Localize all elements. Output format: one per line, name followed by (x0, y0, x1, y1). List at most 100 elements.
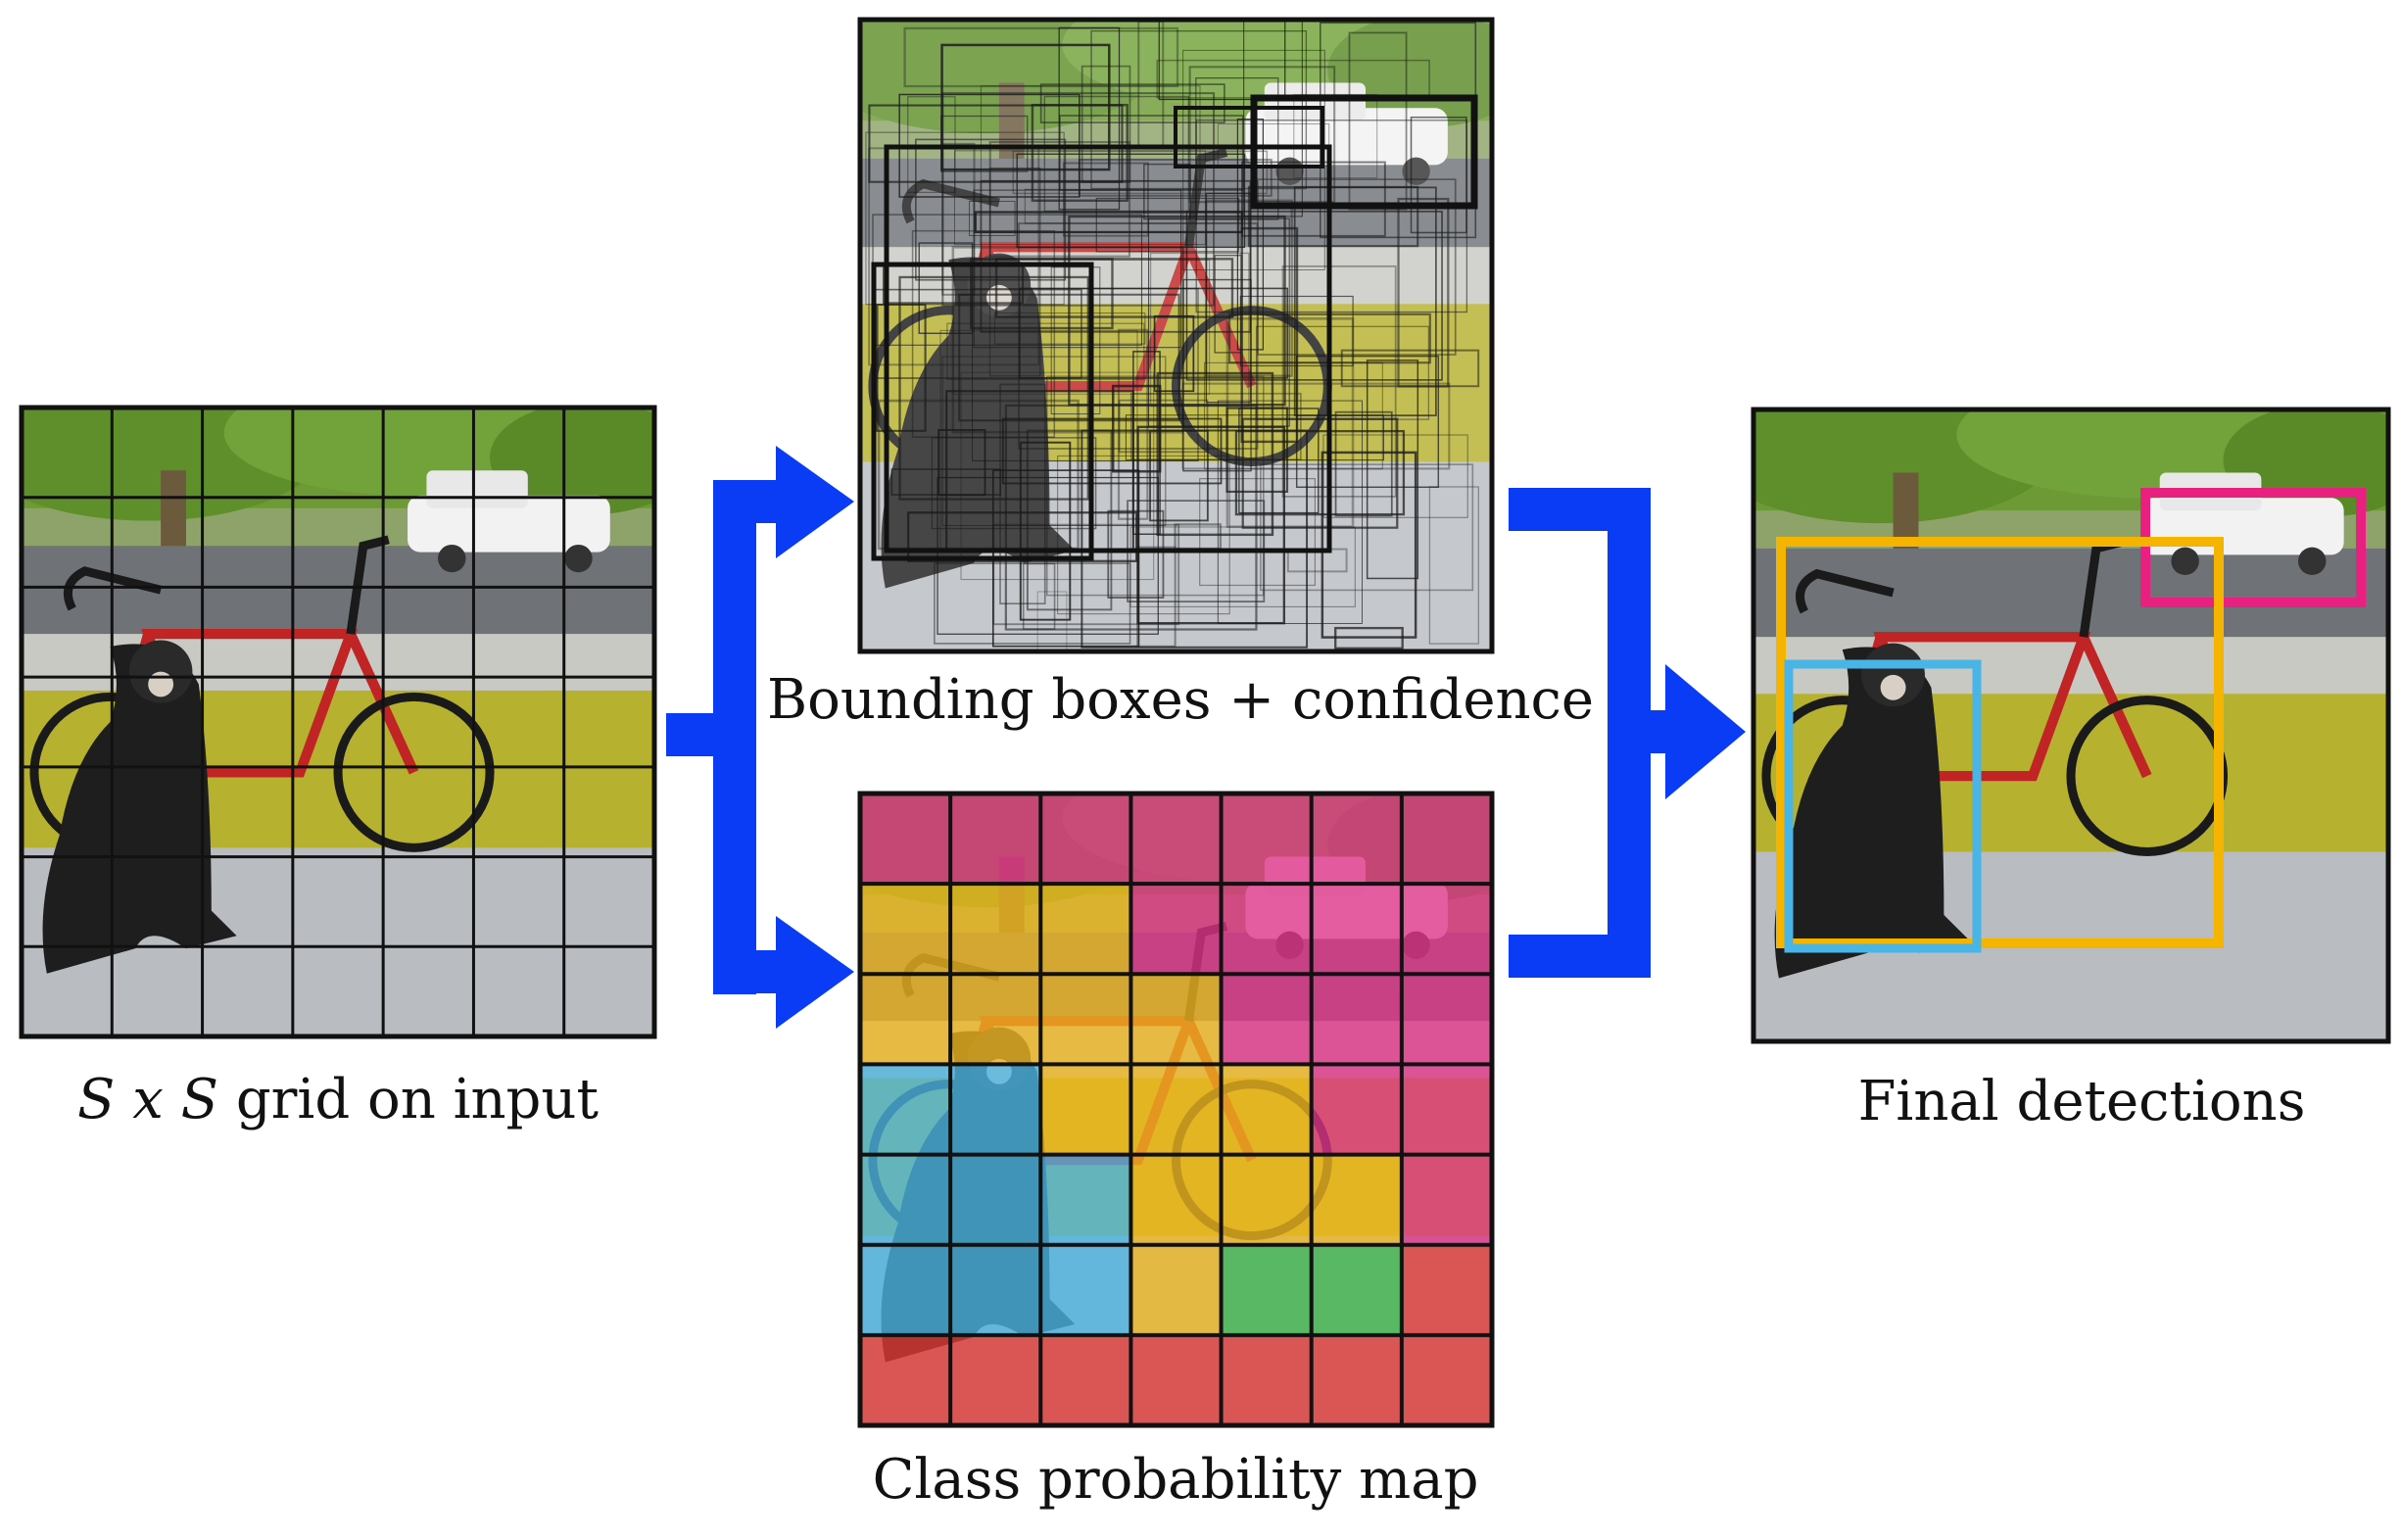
bbox-candidate (969, 258, 1114, 330)
bbox-candidate (1153, 314, 1195, 393)
bbox-frame (857, 17, 1495, 654)
bbox-candidate (1001, 417, 1223, 485)
bbox-clutter (865, 20, 1480, 651)
bbox-candidate (1199, 478, 1317, 587)
bbox-candidate (1281, 265, 1397, 498)
bbox-candidate (940, 115, 1029, 172)
caption-grid-x: x (132, 1068, 164, 1131)
arrow-final-head (1665, 664, 1746, 799)
bbox-candidate (1004, 404, 1258, 631)
bbox-candidate (1334, 410, 1393, 517)
bbox-candidate (988, 167, 1041, 377)
bbox-candidate (937, 429, 986, 497)
bbox-candidate (1182, 49, 1325, 270)
caption-grid-s2: S (180, 1068, 218, 1131)
detection-box-car (2140, 488, 2366, 607)
caption-grid-s1: S (77, 1068, 116, 1131)
bbox-candidate (1062, 162, 1149, 237)
bbox-candidate (941, 356, 1167, 527)
class-map-panel (809, 755, 1529, 1428)
bbox-candidate (903, 26, 1179, 88)
caption-class-map: Class probability map (872, 1448, 1479, 1512)
bbox-candidate (1058, 26, 1121, 211)
bbox-candidate (934, 562, 1131, 645)
bbox-candidate (1050, 266, 1101, 414)
bbox-candidate (1255, 325, 1430, 420)
bbox-candidate (1090, 29, 1308, 190)
bbox-strong (871, 94, 1478, 561)
bbox-candidate (907, 511, 1138, 562)
bbox-candidate (1107, 509, 1165, 599)
bbox-candidate (1136, 425, 1286, 625)
bbox-candidate (1257, 178, 1457, 356)
flow-arrows (666, 446, 1746, 1029)
bbox-candidate (1234, 429, 1406, 516)
bbox-candidate (1039, 83, 1225, 123)
bbox-candidate (1334, 626, 1404, 650)
bbox-candidate (1143, 163, 1191, 220)
class-grid-lines (860, 794, 1492, 1425)
bbox-candidate (946, 322, 1145, 381)
caption-grid-rest: grid on input (235, 1068, 599, 1131)
arrow-bottom-shaft (713, 950, 780, 993)
arrow-bottom-head (776, 916, 854, 1029)
bbox-candidate (1428, 486, 1479, 645)
final-detections-panel (1751, 407, 2391, 1044)
caption-final-detections: Final detections (1857, 1070, 2306, 1133)
bbox-candidate (1185, 211, 1443, 381)
detection-box-bicycle (1776, 537, 2224, 948)
strong-box-dog (871, 262, 1094, 561)
bounding-boxes-panel (857, 17, 1495, 654)
class-map-frame (857, 791, 1495, 1428)
bbox-candidate (1366, 360, 1419, 580)
bbox-candidate (1125, 414, 1384, 461)
final-frame (1751, 407, 2391, 1044)
bbox-candidate (1348, 31, 1408, 211)
bbox-candidate (876, 303, 927, 432)
caption-bounding-boxes: Bounding boxes + confidence (766, 668, 1595, 732)
bbox-candidate (941, 142, 976, 296)
bbox-candidate (1241, 417, 1399, 529)
bbox-candidate (980, 179, 1252, 333)
bbox-candidate (1397, 197, 1450, 388)
bbox-candidate (918, 242, 974, 334)
bbox-candidate (1095, 197, 1240, 253)
class-map-photo (809, 755, 1529, 1425)
bbox-candidate (1236, 119, 1265, 351)
bbox-candidate (994, 258, 1234, 318)
bbox-candidate (958, 293, 1180, 422)
bbox-candidate (1322, 434, 1468, 518)
bbox-candidate (936, 476, 1159, 635)
arrow-top-shaft (713, 480, 780, 523)
bbox-candidate (951, 246, 1184, 434)
bbox-candidate (1080, 65, 1131, 183)
arrow-merge-bottom (1509, 935, 1651, 978)
bbox-candidate (1247, 185, 1419, 248)
strong-box-car (1250, 94, 1478, 210)
bbox-candidate (1182, 278, 1252, 472)
strong-box-car-2 (1174, 106, 1324, 168)
bbox-candidate (1059, 115, 1244, 191)
detection-box-dog (1784, 659, 1982, 953)
bbox-candidate (1240, 226, 1299, 444)
bbox-candidate (898, 275, 1089, 501)
bbox-candidate (1217, 400, 1363, 624)
arrow-top-head (776, 446, 854, 558)
bbox-candidate (1149, 429, 1209, 522)
bbox-candidate (1057, 455, 1230, 615)
bbox-candidate (1012, 150, 1269, 195)
bbox-candidate (972, 288, 1199, 461)
bbox-candidate (868, 104, 1124, 183)
bbox-candidate (1019, 441, 1072, 621)
bbox-candidate (1225, 407, 1289, 494)
bbox-candidate (941, 92, 1216, 307)
arrow-split-stub (666, 713, 713, 756)
bbox-candidate (960, 371, 1155, 581)
caption-grid-input: S x S grid on input (77, 1068, 599, 1131)
bbox-candidate (974, 211, 1243, 234)
bbox-candidate (969, 201, 1016, 236)
input-frame (19, 405, 657, 1039)
grid-lines (22, 408, 654, 1036)
bbox-candidate (980, 85, 1201, 182)
